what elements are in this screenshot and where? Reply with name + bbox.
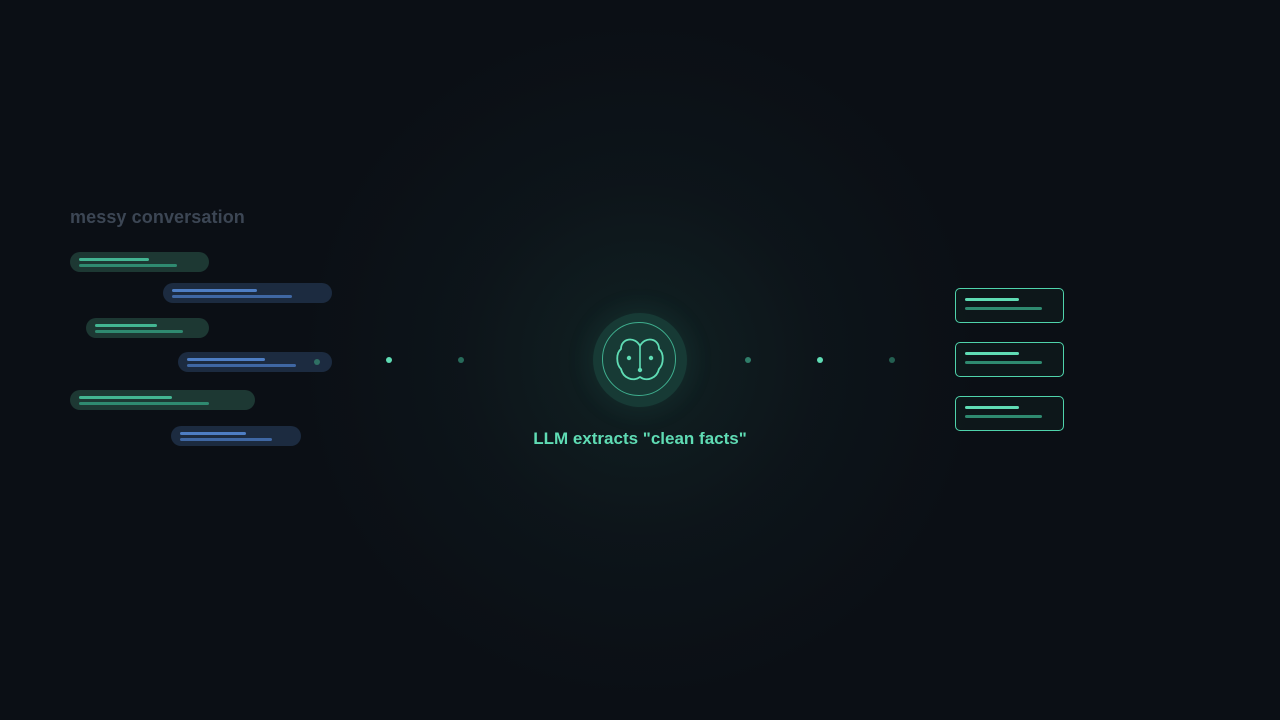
bubble-line (95, 324, 157, 327)
chat-bubble (86, 318, 209, 338)
bubble-line (79, 258, 149, 261)
chat-bubble (163, 283, 332, 303)
fact-line (965, 361, 1042, 364)
chat-bubble (178, 352, 332, 372)
chat-bubble (70, 390, 255, 410)
fact-line (965, 406, 1019, 409)
fact-line (965, 415, 1042, 418)
chat-bubble (171, 426, 301, 446)
bubble-line (172, 295, 292, 298)
fact-card (955, 342, 1064, 377)
llm-caption: LLM extracts "clean facts" (533, 429, 747, 448)
bubble-line (95, 330, 183, 333)
bubble-line (172, 289, 257, 292)
brain-icon (616, 338, 664, 381)
bubble-line (180, 432, 246, 435)
fact-line (965, 307, 1042, 310)
flow-dot (386, 357, 392, 363)
bubble-line (79, 396, 172, 399)
input-label: messy conversation (70, 207, 245, 227)
llm-node (593, 313, 687, 407)
bubble-line (187, 364, 296, 367)
flow-dot (745, 357, 751, 363)
fact-line (965, 352, 1019, 355)
fact-card (955, 288, 1064, 323)
flow-dot (314, 359, 320, 365)
flow-dot (458, 357, 464, 363)
flow-dot (889, 357, 895, 363)
fact-line (965, 298, 1019, 301)
fact-card (955, 396, 1064, 431)
chat-bubble (70, 252, 209, 272)
bubble-line (180, 438, 272, 441)
llm-node-ring (602, 322, 676, 396)
bubble-line (79, 402, 209, 405)
bubble-line (187, 358, 265, 361)
flow-dot (817, 357, 823, 363)
bubble-line (79, 264, 177, 267)
